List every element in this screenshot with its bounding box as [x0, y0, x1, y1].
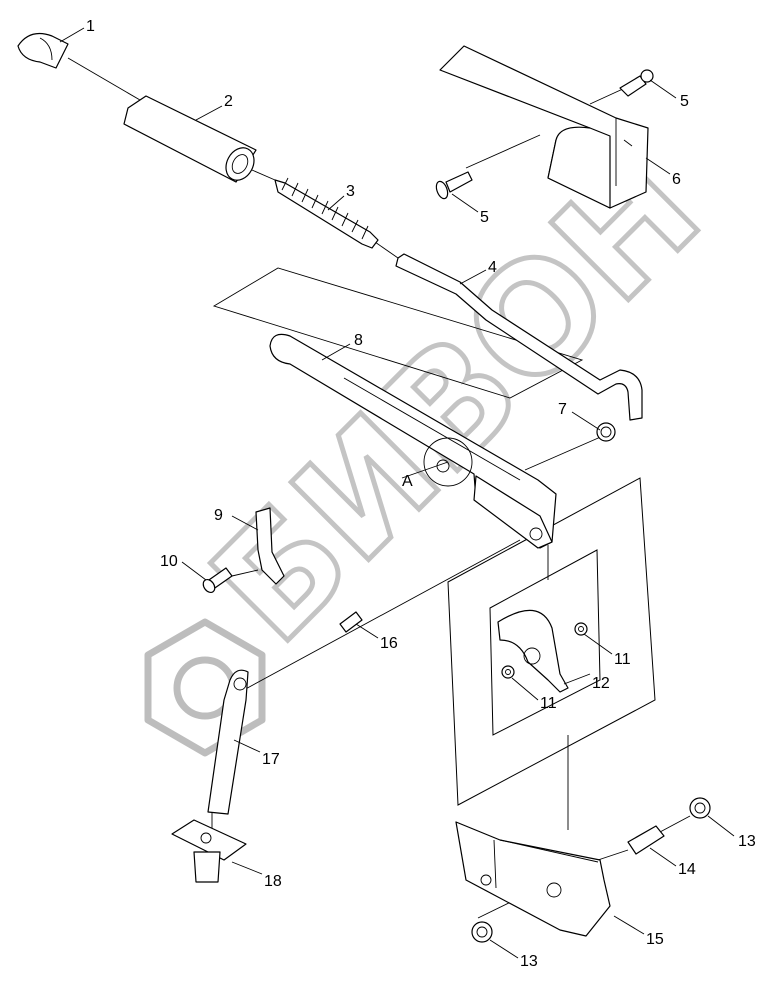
view-label: A	[402, 473, 413, 490]
part-6-cover	[439, 45, 649, 209]
part-13-ring-upper	[689, 797, 711, 819]
callout-2: 2	[224, 93, 233, 110]
view-a-circle	[423, 437, 473, 487]
callout-7: 7	[558, 401, 567, 418]
callout-6: 6	[672, 171, 681, 188]
callout-12: 12	[592, 675, 610, 692]
part-10-pin	[202, 567, 233, 594]
part-17-link	[207, 669, 249, 815]
callout-13-upper: 13	[738, 833, 756, 850]
part-16-pin	[339, 611, 363, 633]
part-12-ratchet	[497, 609, 569, 693]
callout-leaders	[59, 27, 735, 959]
callout-11-lower: 11	[540, 695, 557, 712]
part-7-ring	[596, 422, 616, 442]
callout-4: 4	[488, 259, 497, 276]
callout-11-upper: 11	[614, 651, 631, 668]
callout-18: 18	[264, 873, 282, 890]
part-11-washer-lower	[501, 665, 515, 679]
part-18-base	[171, 819, 247, 883]
part-14-pin	[627, 825, 665, 855]
callout-5-lower: 5	[480, 209, 489, 226]
part-11-washer-upper	[574, 622, 588, 636]
part-4-rod	[395, 253, 643, 421]
callout-14: 14	[678, 861, 696, 878]
callout-16: 16	[380, 635, 398, 652]
part-1-cap	[17, 33, 69, 69]
part-2-grip	[123, 95, 257, 183]
callout-8: 8	[354, 332, 363, 349]
callout-5-upper: 5	[680, 93, 689, 110]
watermark-hexagon	[144, 618, 266, 757]
callout-9: 9	[214, 507, 223, 524]
callout-10: 10	[160, 553, 178, 570]
part-15-bracket	[455, 821, 611, 937]
part-13-ring-lower	[471, 921, 493, 943]
callout-15: 15	[646, 931, 664, 948]
part-8-lever	[269, 333, 557, 549]
part-3-spring	[274, 177, 379, 249]
callout-17: 17	[262, 751, 280, 768]
part-5-screw-lower	[435, 171, 473, 200]
lever-backdrop	[212, 267, 584, 399]
callout-1: 1	[86, 18, 95, 35]
part-9-pawl	[255, 507, 285, 585]
part-5-screw-upper	[619, 69, 654, 97]
callout-3: 3	[346, 183, 355, 200]
callout-13-lower: 13	[520, 953, 538, 970]
